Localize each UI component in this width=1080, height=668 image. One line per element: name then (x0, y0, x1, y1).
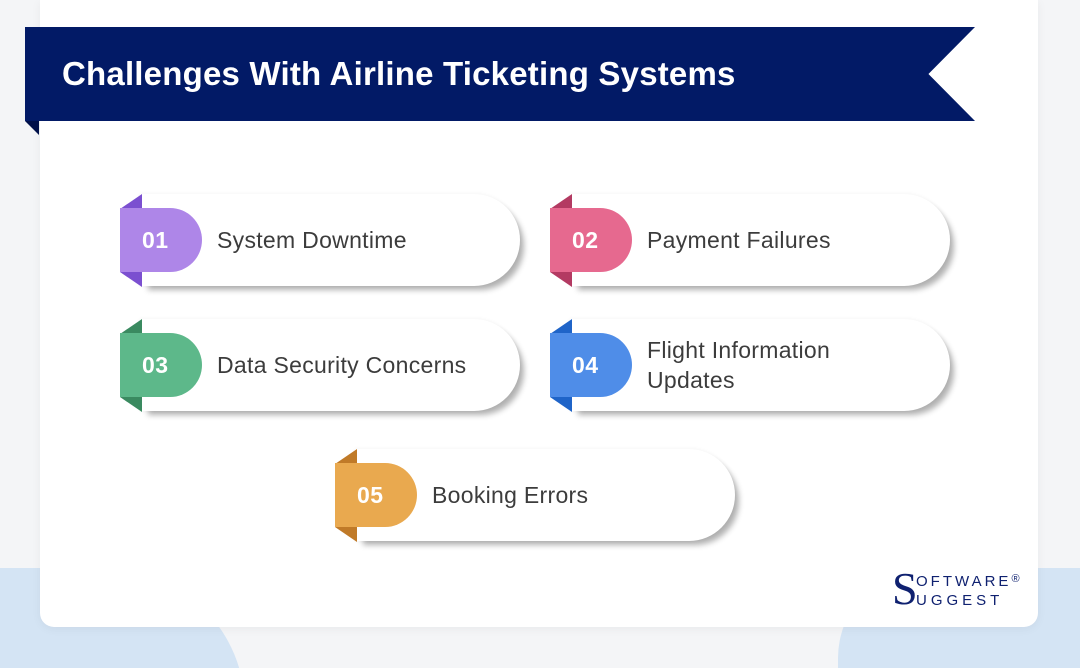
item-pill (140, 194, 520, 286)
logo-top-word: OFTWARE (916, 573, 1012, 590)
badge-fold-top (120, 319, 142, 334)
badge-fold-bottom (120, 272, 142, 287)
item-label: Flight Information Updates (647, 337, 831, 393)
item-label: Booking Errors (432, 482, 589, 508)
item-pill (570, 319, 950, 411)
registered-mark-icon: ® (1011, 573, 1020, 585)
badge-fold-top (120, 194, 142, 209)
badge-fold-top (335, 449, 357, 464)
challenge-item-04: 04 Flight Information Updates (550, 319, 950, 415)
challenge-item-05: 05 Booking Errors (335, 449, 735, 545)
number-badge: 05 (335, 463, 417, 527)
item-label: Data Security Concerns (217, 352, 467, 378)
badge-fold-bottom (335, 527, 357, 542)
badge-fold-bottom (550, 397, 572, 412)
challenge-item-02: 02 Payment Failures (550, 194, 950, 290)
item-pill (140, 319, 520, 411)
number-badge: 04 (550, 333, 632, 397)
number-badge: 01 (120, 208, 202, 272)
badge-fold-top (550, 319, 572, 334)
item-pill (355, 449, 735, 541)
logo-initial: S (892, 563, 918, 614)
page-title: Challenges With Airline Ticketing System… (62, 55, 736, 92)
challenge-item-01: 01 System Downtime (120, 194, 520, 290)
item-label: Payment Failures (647, 227, 831, 253)
number-badge: 03 (120, 333, 202, 397)
banner-fold (25, 121, 39, 135)
item-pill (570, 194, 950, 286)
logo-bottom-text: UGGEST (916, 592, 1004, 609)
badge-fold-top (550, 194, 572, 209)
number-badge: 02 (550, 208, 632, 272)
badge-fold-bottom (120, 397, 142, 412)
logo-top-text: OFTWARE® (916, 573, 1020, 590)
challenge-item-03: 03 Data Security Concerns (120, 319, 520, 415)
softwaresuggest-logo: S OFTWARE® UGGEST (892, 566, 1032, 614)
item-label: System Downtime (217, 227, 407, 253)
badge-fold-bottom (550, 272, 572, 287)
title-banner (25, 27, 975, 121)
